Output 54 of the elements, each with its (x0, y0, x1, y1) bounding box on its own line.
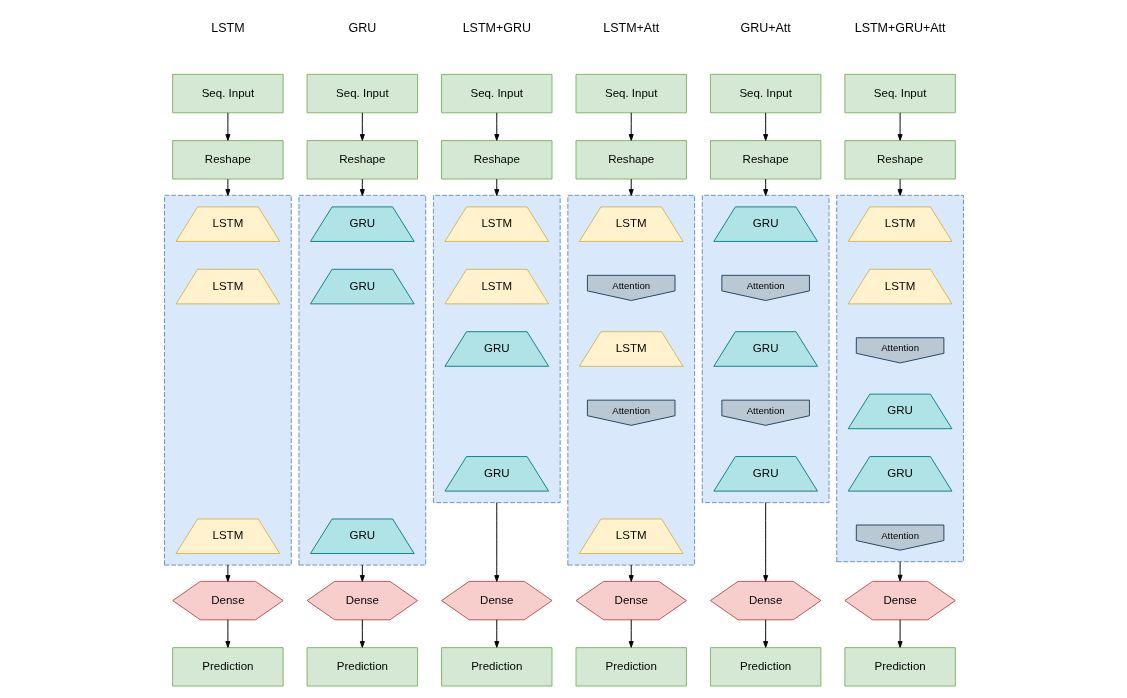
node-box: Prediction (709, 647, 821, 687)
arrow (897, 112, 903, 141)
label: GRU+Att (740, 21, 791, 36)
label: LSTM+GRU (462, 21, 531, 36)
arrow (628, 564, 634, 582)
arrow (493, 112, 499, 141)
node-box: Seq. Input (171, 73, 284, 114)
node-box: Seq. Input (575, 73, 687, 114)
node-box: Prediction (843, 647, 956, 687)
arrow (762, 112, 768, 141)
arrow (493, 619, 499, 648)
node-box: Prediction (306, 647, 418, 687)
arrow (762, 619, 768, 648)
cluster (835, 194, 964, 563)
node-box: Reshape (171, 140, 284, 180)
node-box: Prediction (171, 647, 284, 687)
node-box: Seq. Input (843, 73, 956, 114)
cluster (566, 194, 695, 566)
arrow (493, 178, 499, 196)
cluster (701, 194, 829, 504)
arrow (224, 564, 230, 582)
label: LSTM (210, 21, 245, 36)
arrow (897, 619, 903, 648)
label: LSTM+Att (602, 21, 659, 36)
arrow (493, 502, 499, 582)
cluster (297, 194, 426, 566)
arrow (224, 619, 230, 648)
node-box: Seq. Input (709, 73, 821, 114)
arrow (628, 112, 634, 141)
arrow (762, 502, 768, 582)
arrow (359, 178, 365, 196)
label: LSTM+GRU+Att (854, 21, 945, 36)
arrow (359, 619, 365, 648)
node-box: Seq. Input (306, 73, 418, 114)
arrow (762, 178, 768, 196)
cluster (163, 194, 292, 566)
cluster (432, 194, 561, 504)
node-box: Reshape (843, 140, 956, 180)
node-box: Prediction (575, 647, 687, 687)
node-box: Reshape (306, 140, 418, 180)
node-box: Reshape (709, 140, 821, 180)
node-box: Reshape (440, 140, 552, 180)
node-box: Reshape (575, 140, 687, 180)
node-box: Prediction (440, 647, 552, 687)
arrow (628, 178, 634, 196)
arrow (359, 112, 365, 141)
arrow (224, 112, 230, 141)
arrow (897, 178, 903, 196)
arrow (897, 561, 903, 582)
arrow (359, 564, 365, 582)
arrow (628, 619, 634, 648)
node-box: Seq. Input (440, 73, 552, 114)
arrow (224, 178, 230, 196)
label: GRU (347, 21, 376, 36)
